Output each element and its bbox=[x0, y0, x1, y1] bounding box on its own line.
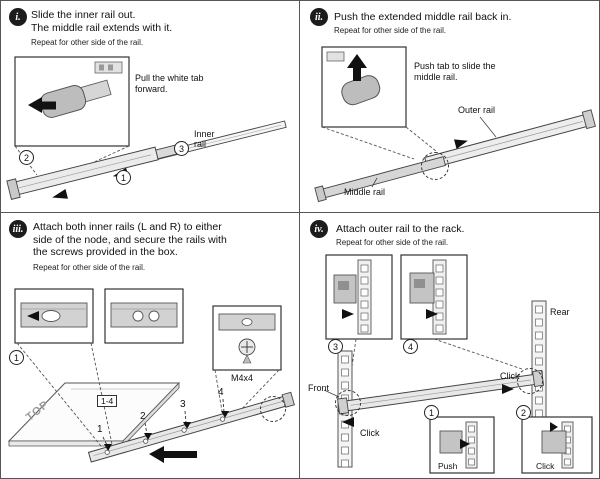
zoom-leader-lines bbox=[321, 126, 437, 160]
callout-2: 2 bbox=[516, 405, 531, 420]
front-mount-focus-circle bbox=[335, 390, 361, 416]
step-title-line: the screws provided in the box. bbox=[33, 246, 178, 258]
label-leader-lines bbox=[371, 116, 497, 188]
panel-step-iv: iv. Attach outer rail to the rack. Repea… bbox=[300, 213, 599, 478]
inner-rail-label: Inner rail bbox=[194, 129, 215, 149]
callout-3: 3 bbox=[174, 141, 189, 156]
panel-divider-vertical bbox=[299, 1, 300, 478]
step-ii-illustration bbox=[314, 46, 596, 203]
repeat-note: Repeat for other side of the rail. bbox=[336, 238, 449, 247]
screw-inset-drawing bbox=[212, 305, 282, 371]
repeat-note: Repeat for other side of the rail. bbox=[31, 38, 144, 47]
rail-latch-focus-circle bbox=[421, 152, 449, 180]
node-tray-drawing bbox=[7, 382, 181, 447]
inset-caption: Push tab to slide the middle rail. bbox=[414, 61, 496, 82]
screw-position-3: 3 bbox=[180, 399, 186, 410]
step-title-line: Attach both inner rails (L and R) to eit… bbox=[33, 221, 222, 233]
front-label: Front bbox=[308, 383, 330, 393]
screw-range-label: 1-4 bbox=[97, 395, 118, 407]
rails-drawing bbox=[314, 109, 596, 203]
inset-caption: Pull the white tab forward. bbox=[135, 73, 204, 94]
step-badge: i. bbox=[9, 8, 27, 26]
rail-end-focus-circle bbox=[260, 396, 286, 422]
step-title-line: Push the extended middle rail back in. bbox=[334, 11, 512, 23]
callout-2: 2 bbox=[19, 150, 34, 165]
screw-position-1: 1 bbox=[97, 424, 103, 435]
push-label: Push bbox=[438, 461, 458, 471]
screw-position-4: 4 bbox=[218, 387, 224, 398]
step-badge: iii. bbox=[9, 220, 27, 238]
repeat-note: Repeat for other side of the rail. bbox=[33, 263, 146, 272]
front-bracket-inset-drawing bbox=[325, 254, 393, 340]
pull-tab-inset-drawing bbox=[14, 56, 130, 147]
middle-rail-label: Middle rail bbox=[344, 187, 386, 197]
step-iv-illustration bbox=[323, 254, 593, 474]
repeat-note: Repeat for other side of the rail. bbox=[334, 26, 447, 35]
click-label-bottom: Click bbox=[536, 461, 555, 471]
callout-1: 1 bbox=[116, 170, 131, 185]
step-title-line: side of the node, and secure the rails w… bbox=[33, 233, 227, 246]
screw-size-label: M4x4 bbox=[231, 373, 254, 383]
step-title-line: The middle rail extends with it. bbox=[31, 22, 173, 34]
screw-alignment-arrows bbox=[102, 398, 225, 446]
click-label-rear: Click bbox=[500, 371, 520, 381]
click-label-front: Click bbox=[360, 428, 380, 438]
slot-inset-b-drawing bbox=[104, 288, 184, 344]
step-badge: ii. bbox=[310, 8, 328, 26]
callout-3: 3 bbox=[328, 339, 343, 354]
panel-divider-horizontal bbox=[1, 212, 599, 213]
callout-1: 1 bbox=[9, 350, 24, 365]
rear-bracket-inset-drawing bbox=[400, 254, 468, 340]
rear-post-drawing bbox=[531, 300, 547, 420]
slot-inset-a-drawing bbox=[14, 288, 94, 344]
click-inset-drawing bbox=[521, 416, 593, 474]
step-title-line: Slide the inner rail out. bbox=[31, 9, 136, 21]
panel-step-i: i. Slide the inner rail out. The middle … bbox=[1, 1, 299, 212]
panel-step-iii: iii. Attach both inner rails (L and R) t… bbox=[1, 213, 299, 478]
step-title-line: Attach outer rail to the rack. bbox=[336, 223, 465, 235]
step-iii-illustration bbox=[7, 288, 295, 463]
callout-1: 1 bbox=[424, 405, 439, 420]
slide-direction-arrow bbox=[149, 446, 197, 463]
click-direction-arrows bbox=[342, 384, 514, 427]
panel-step-ii: ii. Push the extended middle rail back i… bbox=[300, 1, 599, 212]
screw-alignment-arrowheads bbox=[104, 411, 229, 451]
outer-rail-label: Outer rail bbox=[458, 105, 496, 115]
push-tab-inset-drawing bbox=[321, 46, 407, 128]
screw-position-2: 2 bbox=[140, 411, 146, 422]
step-badge: iv. bbox=[310, 220, 328, 238]
push-inset-drawing bbox=[429, 416, 495, 474]
rear-label: Rear bbox=[550, 307, 570, 317]
callout-4: 4 bbox=[403, 339, 418, 354]
rear-mount-focus-circle bbox=[517, 368, 543, 394]
